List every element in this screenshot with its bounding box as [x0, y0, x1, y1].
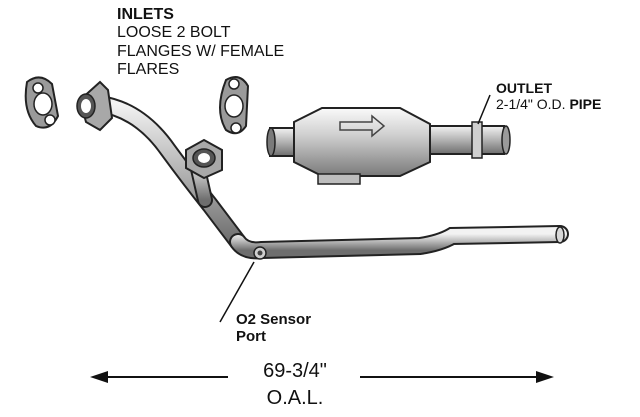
outlet-leader-line [477, 94, 491, 125]
inlets-line-2: FLANGES W/ FEMALE [117, 42, 285, 60]
y-pipe [76, 80, 569, 260]
left-gasket [24, 76, 60, 129]
length-value: 69-3/4" [263, 360, 327, 382]
o2-line-1: O2 Sensor [236, 311, 312, 328]
inlets-title: INLETS [117, 6, 174, 23]
o2-sensor-callout: O2 Sensor Port [236, 311, 311, 346]
inlets-callout: INLETS LOOSE 2 BOLT FLANGES W/ FEMALE FL… [117, 6, 284, 80]
right-gasket [219, 76, 250, 135]
outlet-callout: OUTLET 2-1/4" O.D. PIPE [496, 80, 601, 112]
o2-line-2: Port [236, 328, 266, 346]
catalytic-converter [266, 107, 511, 185]
inlets-line-1: LOOSE 2 BOLT [117, 24, 231, 42]
outlet-title: OUTLET [496, 80, 552, 96]
outlet-spec-type: PIPE [569, 96, 602, 113]
outlet-spec-size: 2-1/4" O.D. [496, 96, 566, 113]
o2-leader-line [219, 261, 255, 323]
outlet-spec: 2-1/4" O.D. PIPE [496, 96, 601, 112]
length-unit: O.A.L. [266, 387, 324, 409]
inlets-line-3: FLARES [117, 61, 180, 79]
dimension-arrow [90, 371, 554, 383]
